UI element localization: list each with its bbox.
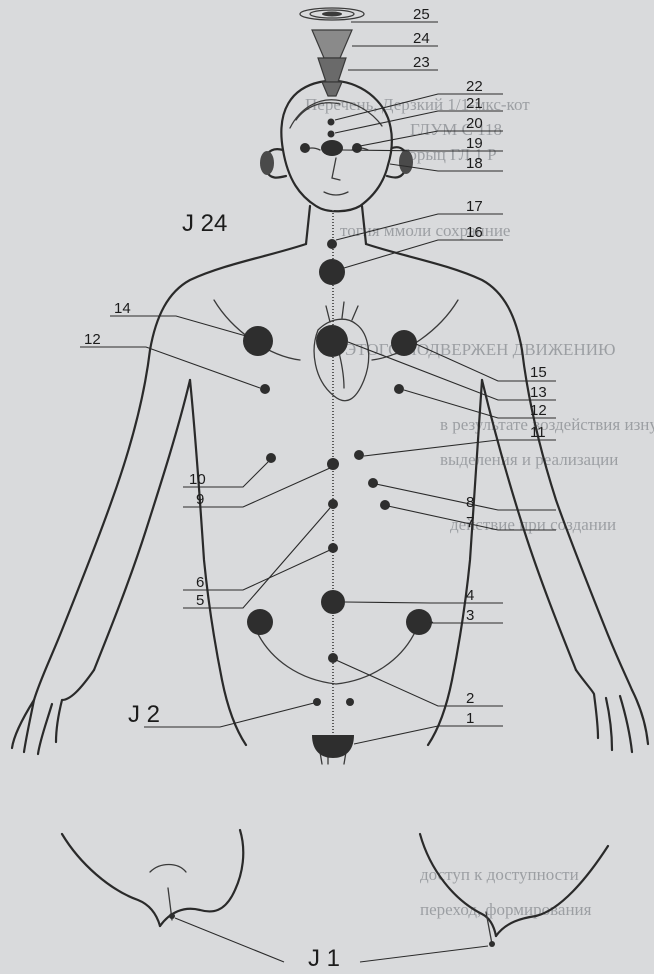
point-21 — [328, 131, 335, 138]
label-10: 10 — [189, 471, 206, 488]
point-j1-right — [489, 941, 495, 947]
energy-points — [169, 119, 495, 948]
point-14 — [243, 326, 273, 356]
ghost-line: выделения и реализации — [440, 450, 618, 469]
label-11: 11 — [530, 424, 546, 441]
label-23: 23 — [413, 54, 430, 71]
perineum-figure — [62, 830, 608, 944]
point-3-left — [247, 609, 273, 635]
point-2 — [328, 653, 338, 663]
right-hand — [576, 670, 648, 752]
point-5 — [328, 543, 338, 553]
label-6: 6 — [196, 574, 204, 591]
point-19 — [321, 140, 343, 156]
left-ear-mark — [260, 151, 274, 175]
crown-spiral — [300, 8, 364, 96]
label-3: 3 — [466, 607, 474, 624]
label-19: 19 — [466, 135, 483, 152]
label-24: 24 — [413, 30, 430, 47]
label-21: 21 — [466, 95, 483, 112]
label-8: 8 — [466, 494, 474, 511]
right-ear-mark — [399, 150, 413, 174]
point-j1-left — [169, 913, 175, 919]
point-20-right — [352, 143, 362, 153]
label-20: 20 — [466, 115, 483, 132]
label-16: 16 — [466, 224, 483, 241]
background-text: Перечень, Дерзкий 1/1-мкс-кот ГЛУМ С 118… — [305, 95, 654, 919]
label-14: 14 — [114, 300, 131, 317]
ghost-line: ГЛУМ С 118 — [410, 120, 502, 139]
label-13: 13 — [530, 384, 547, 401]
point-3-right — [406, 609, 432, 635]
ghost-line: переход, формирования — [420, 900, 592, 919]
label-18: 18 — [466, 155, 483, 172]
point-j2-left — [313, 698, 321, 706]
point-8 — [368, 478, 378, 488]
label-1: 1 — [466, 710, 474, 727]
label-5: 5 — [196, 592, 204, 609]
label-25: 25 — [413, 6, 430, 23]
point-11 — [354, 450, 364, 460]
point-16 — [319, 259, 345, 285]
point-j2-right — [346, 698, 354, 706]
label-j24: J 24 — [182, 210, 227, 237]
point-7 — [380, 500, 390, 510]
label-12-right: 12 — [530, 402, 547, 419]
point-4 — [321, 590, 345, 614]
label-j2: J 2 — [128, 701, 160, 728]
point-12-left — [260, 384, 270, 394]
point-6 — [328, 499, 338, 509]
point-20-left — [300, 143, 310, 153]
point-17 — [327, 239, 337, 249]
label-12-left: 12 — [84, 331, 101, 348]
label-4: 4 — [466, 587, 474, 604]
label-22: 22 — [466, 78, 483, 95]
point-15 — [391, 330, 417, 356]
point-22 — [328, 119, 335, 126]
left-hand — [12, 670, 94, 754]
label-j1: J 1 — [308, 945, 340, 972]
point-10 — [266, 453, 276, 463]
label-7: 7 — [466, 514, 474, 531]
point-13 — [316, 325, 348, 357]
label-17: 17 — [466, 198, 483, 215]
point-1 — [312, 735, 354, 758]
label-9: 9 — [196, 491, 204, 508]
labels: 25 24 23 22 21 20 19 18 17 16 J 24 14 12… — [84, 6, 547, 972]
label-2: 2 — [466, 690, 474, 707]
label-15: 15 — [530, 364, 547, 381]
point-12-right — [394, 384, 404, 394]
